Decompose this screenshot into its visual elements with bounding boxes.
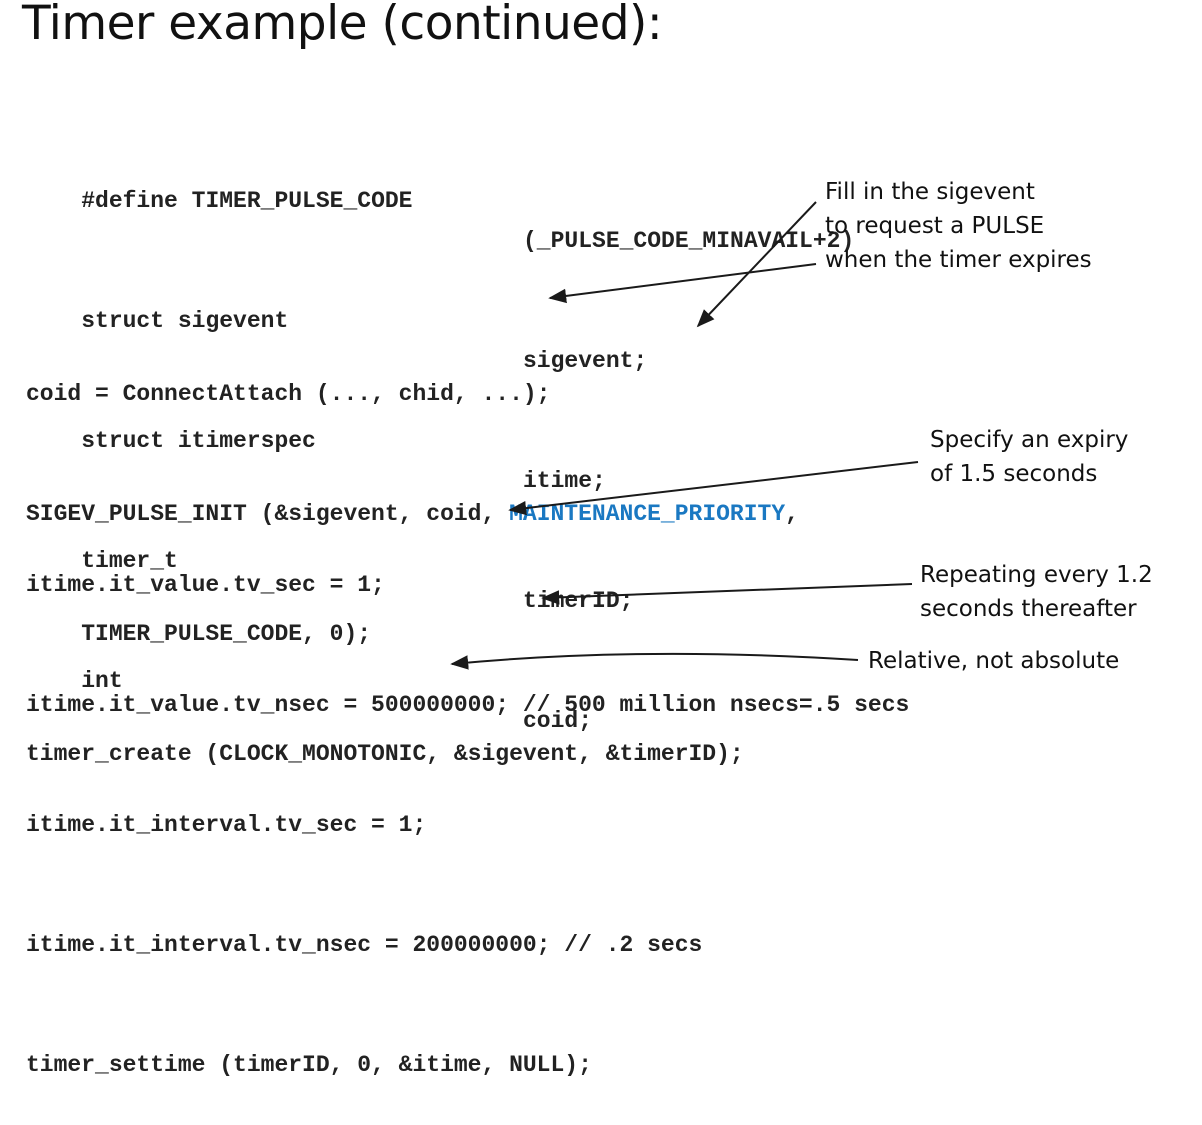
code-line-value-sec: itime.it_value.tv_sec = 1; <box>26 572 385 598</box>
note-expiry: Specify an expiry of 1.5 seconds <box>930 423 1128 491</box>
note-line: of 1.5 seconds <box>930 461 1098 487</box>
note-repeat: Repeating every 1.2 seconds thereafter <box>920 558 1153 626</box>
note-line: to request a PULSE <box>825 213 1045 239</box>
arrow-to-interval-sec <box>541 583 913 605</box>
decl-right: sigevent; <box>523 348 648 374</box>
pulse-init-prefix: SIGEV_PULSE_INIT (&sigevent, coid, <box>26 501 510 527</box>
note-line: Repeating every 1.2 <box>920 562 1153 588</box>
code-line-interval-sec: itime.it_interval.tv_sec = 1; <box>26 812 427 838</box>
arrow-to-pulse-init <box>696 201 817 328</box>
decl-left: struct itimerspec <box>81 428 316 454</box>
note-line: when the timer expires <box>825 247 1092 273</box>
code-line-pulse-init: SIGEV_PULSE_INIT (&sigevent, coid, MAINT… <box>26 494 799 534</box>
code-line-connect: coid = ConnectAttach (..., chid, ...); <box>26 381 551 407</box>
decl-left: timer_t <box>81 548 178 574</box>
code-line-pulse-cont: TIMER_PULSE_CODE, 0); <box>26 621 372 647</box>
decl-left: struct sigevent <box>81 308 289 334</box>
decl-left: #define TIMER_PULSE_CODE <box>81 188 413 214</box>
decl-line: #define TIMER_PULSE_CODE (_PULSE_CODE_MI… <box>26 141 854 254</box>
annotation-arrows <box>450 201 919 670</box>
code-line-value-nsec: itime.it_value.tv_nsec = 500000000; // 5… <box>26 692 910 718</box>
decl-right: itime; <box>523 468 606 494</box>
code-line-interval-nsec: itime.it_interval.tv_nsec = 200000000; /… <box>26 932 703 958</box>
note-line: Fill in the sigevent <box>825 179 1035 205</box>
decl-line: struct itimerspec itime; <box>26 381 606 494</box>
decl-line: struct sigevent sigevent; <box>26 261 647 374</box>
note-sigevent: Fill in the sigevent to request a PULSE … <box>825 175 1092 277</box>
arrow-to-settime-zero <box>450 652 859 670</box>
slide-title: Timer example (continued): <box>22 0 663 51</box>
arrow-to-value-sec <box>508 461 919 516</box>
pulse-init-suffix: , <box>785 501 799 527</box>
note-relative: Relative, not absolute <box>868 644 1119 678</box>
note-line: Relative, not absolute <box>868 648 1120 674</box>
code-line-settime: timer_settime (timerID, 0, &itime, NULL)… <box>26 1052 592 1078</box>
note-line: Specify an expiry <box>930 427 1129 453</box>
note-line: seconds thereafter <box>920 596 1137 622</box>
arrow-to-chid <box>548 263 817 304</box>
decl-right: (_PULSE_CODE_MINAVAIL+2) <box>523 228 855 254</box>
